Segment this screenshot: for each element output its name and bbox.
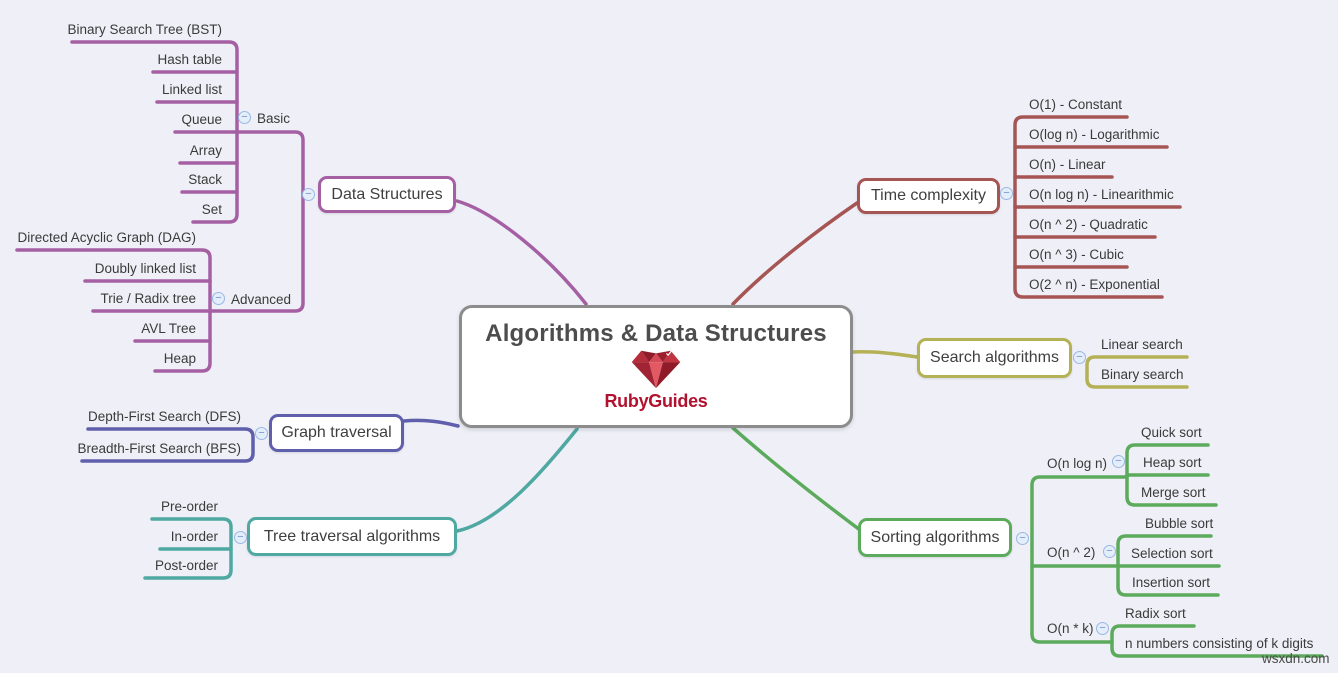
leaf-item[interactable]: Queue bbox=[181, 112, 222, 127]
leaf-item[interactable]: Depth-First Search (DFS) bbox=[87, 409, 241, 424]
leaf-item[interactable]: Hash table bbox=[157, 52, 222, 67]
leaf-item[interactable]: Binary search bbox=[1101, 367, 1184, 382]
leaf-item[interactable]: Selection sort bbox=[1131, 546, 1213, 561]
leaf-item[interactable]: Trie / Radix tree bbox=[100, 291, 196, 306]
node-label: Data Structures bbox=[331, 185, 443, 203]
leaf-item[interactable]: O(n) - Linear bbox=[1029, 157, 1106, 172]
leaf-item[interactable]: Radix sort bbox=[1125, 606, 1186, 621]
leaf-item[interactable]: Heap bbox=[163, 351, 196, 366]
leaf-item[interactable]: Post-order bbox=[154, 558, 218, 573]
collapse-icon[interactable] bbox=[255, 427, 268, 440]
leaf-item[interactable]: O(n ^ 2) - Quadratic bbox=[1029, 217, 1148, 232]
watermark: wsxdn.com bbox=[1262, 651, 1330, 666]
data-structures-lines bbox=[15, 40, 588, 373]
subbranch-basic-label[interactable]: Basic bbox=[257, 111, 291, 126]
leaf-item[interactable]: Heap sort bbox=[1143, 455, 1202, 470]
collapse-icon[interactable] bbox=[1016, 532, 1029, 545]
leaf-item[interactable]: Pre-order bbox=[160, 499, 218, 514]
leaf-item[interactable]: Quick sort bbox=[1141, 425, 1202, 440]
leaf-item[interactable]: Linear search bbox=[1101, 337, 1183, 352]
leaf-item[interactable]: Breadth-First Search (BFS) bbox=[77, 441, 241, 456]
leaf-item[interactable]: Directed Acyclic Graph (DAG) bbox=[17, 230, 196, 245]
leaf-item[interactable]: Array bbox=[189, 143, 222, 158]
node-label: Graph traversal bbox=[281, 424, 392, 441]
node-data-structures[interactable]: Data Structures bbox=[318, 176, 456, 213]
tree-traversal-lines bbox=[143, 427, 579, 580]
node-time-complexity[interactable]: Time complexity bbox=[857, 178, 1000, 214]
leaf-item[interactable]: Bubble sort bbox=[1145, 516, 1214, 531]
time-complexity-lines bbox=[731, 115, 1182, 306]
collapse-icon[interactable] bbox=[1112, 455, 1125, 468]
node-search-algorithms[interactable]: Search algorithms bbox=[917, 338, 1072, 378]
leaf-item[interactable]: Insertion sort bbox=[1132, 575, 1211, 590]
leaf-item[interactable]: O(2 ^ n) - Exponential bbox=[1029, 277, 1160, 292]
collapse-icon[interactable] bbox=[1103, 545, 1116, 558]
subbranch-nlogn-label[interactable]: O(n log n) bbox=[1047, 456, 1108, 471]
leaf-item[interactable]: Stack bbox=[188, 172, 222, 187]
node-tree-traversal[interactable]: Tree traversal algorithms bbox=[247, 517, 457, 556]
node-label: Time complexity bbox=[871, 187, 986, 204]
subbranch-n2-label[interactable]: O(n ^ 2) bbox=[1047, 545, 1096, 560]
node-label: Search algorithms bbox=[930, 349, 1059, 366]
leaf-item[interactable]: Merge sort bbox=[1141, 485, 1206, 500]
subbranch-advanced-label[interactable]: Advanced bbox=[231, 292, 292, 307]
collapse-icon[interactable] bbox=[1073, 351, 1086, 364]
leaf-item[interactable]: O(1) - Constant bbox=[1029, 97, 1123, 112]
node-label: Sorting algorithms bbox=[870, 528, 1000, 546]
leaf-item[interactable]: Doubly linked list bbox=[94, 261, 196, 276]
node-sorting-algorithms[interactable]: Sorting algorithms bbox=[858, 518, 1012, 557]
collapse-icon[interactable] bbox=[238, 111, 251, 124]
search-lines bbox=[851, 350, 1189, 389]
leaf-item[interactable]: O(n ^ 3) - Cubic bbox=[1029, 247, 1124, 262]
leaf-item[interactable]: Set bbox=[201, 202, 222, 217]
central-topic-node[interactable]: Algorithms & Data Structures RubyGuides bbox=[459, 305, 853, 428]
collapse-icon[interactable] bbox=[1096, 622, 1109, 635]
leaf-item[interactable]: AVL Tree bbox=[141, 321, 196, 336]
leaf-item[interactable]: n numbers consisting of k digits bbox=[1125, 636, 1314, 651]
node-label: Tree traversal algorithms bbox=[263, 527, 441, 545]
collapse-icon[interactable] bbox=[212, 292, 225, 305]
leaf-item[interactable]: Binary Search Tree (BST) bbox=[67, 22, 222, 37]
leaf-item[interactable]: In-order bbox=[170, 529, 218, 544]
subbranch-nk-label[interactable]: O(n * k) bbox=[1047, 621, 1094, 636]
leaf-item[interactable]: O(log n) - Logarithmic bbox=[1029, 127, 1160, 142]
graph-traversal-lines bbox=[80, 418, 460, 463]
rubyguides-logo-text: RubyGuides bbox=[604, 391, 708, 411]
ruby-gem-icon bbox=[631, 350, 681, 389]
node-graph-traversal[interactable]: Graph traversal bbox=[269, 414, 404, 452]
collapse-icon[interactable] bbox=[234, 531, 247, 544]
collapse-icon[interactable] bbox=[302, 188, 315, 201]
leaf-item[interactable]: O(n log n) - Linearithmic bbox=[1029, 187, 1174, 202]
sorting-lines bbox=[731, 426, 1324, 658]
collapse-icon[interactable] bbox=[1000, 187, 1013, 200]
leaf-item[interactable]: Linked list bbox=[161, 82, 222, 97]
central-topic-title: Algorithms & Data Structures bbox=[485, 320, 827, 347]
